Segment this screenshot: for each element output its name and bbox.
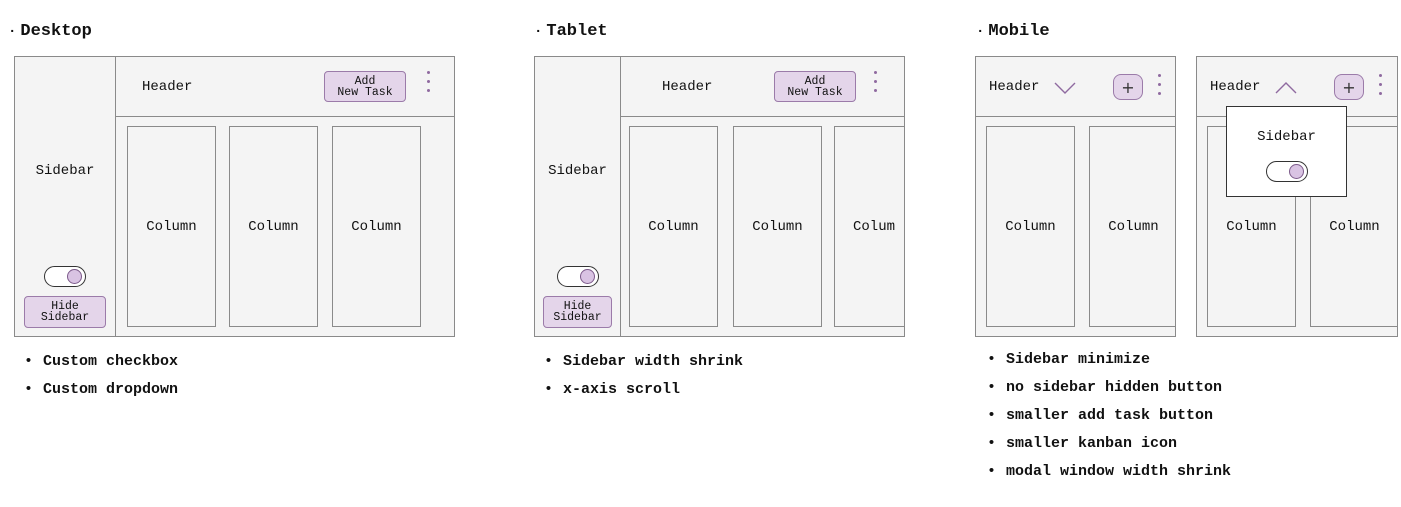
- tablet-column-3-partial: Colum: [834, 126, 904, 327]
- desktop-header-label: Header: [142, 79, 193, 95]
- tablet-column-2: Column: [733, 126, 822, 327]
- bullet-dot: ·: [8, 24, 17, 40]
- desktop-sidebar: [15, 57, 116, 336]
- tablet-notes: Sidebar width shrink x-axis scroll: [544, 353, 743, 409]
- note-item: Custom checkbox: [24, 353, 178, 381]
- tablet-column-1: Column: [629, 126, 718, 327]
- note-item: modal window width shrink: [987, 463, 1231, 491]
- desktop-title-text: Desktop: [20, 22, 92, 41]
- chevron-down-icon[interactable]: [1053, 81, 1077, 95]
- kebab-menu-icon[interactable]: [427, 71, 431, 98]
- note-item: no sidebar hidden button: [987, 379, 1231, 407]
- tablet-section-title: ·Tablet: [534, 22, 608, 41]
- desktop-column-2: Column: [229, 126, 318, 327]
- desktop-notes: Custom checkbox Custom dropdown: [24, 353, 178, 409]
- note-item: x-axis scroll: [544, 381, 743, 409]
- note-item: Sidebar width shrink: [544, 353, 743, 381]
- chevron-up-icon[interactable]: [1274, 81, 1298, 95]
- sidebar-modal: Sidebar: [1226, 106, 1347, 197]
- note-item: Sidebar minimize: [987, 351, 1231, 379]
- tablet-title-text: Tablet: [546, 22, 608, 41]
- sidebar-modal-label: Sidebar: [1257, 129, 1316, 145]
- tablet-add-task-button[interactable]: Add New Task: [774, 71, 856, 102]
- plus-icon: +: [1121, 77, 1135, 97]
- mobile-wireframe-closed: Header + Column Column: [975, 56, 1176, 337]
- kebab-menu-icon[interactable]: [1379, 74, 1383, 101]
- desktop-wireframe: Sidebar Hide Sidebar Header Add New Task…: [14, 56, 455, 337]
- note-item: smaller add task button: [987, 407, 1231, 435]
- desktop-theme-toggle[interactable]: [44, 266, 86, 287]
- tablet-sidebar: [535, 57, 621, 336]
- toggle-knob: [580, 269, 595, 284]
- note-item: Custom dropdown: [24, 381, 178, 409]
- desktop-sidebar-label: Sidebar: [35, 163, 95, 179]
- toggle-knob: [67, 269, 82, 284]
- mobile-notes: Sidebar minimize no sidebar hidden butto…: [987, 351, 1231, 491]
- mobile-add-task-button[interactable]: +: [1113, 74, 1143, 100]
- tablet-wireframe: Sidebar Hide Sidebar Header Add New Task…: [534, 56, 905, 337]
- mobile-add-task-button[interactable]: +: [1334, 74, 1364, 100]
- tablet-hide-sidebar-button[interactable]: Hide Sidebar: [543, 296, 612, 328]
- tablet-header-label: Header: [662, 79, 713, 95]
- plus-icon: +: [1342, 77, 1356, 97]
- desktop-add-task-button[interactable]: Add New Task: [324, 71, 406, 102]
- tablet-header: [620, 57, 904, 117]
- mobile-wireframe-open: Header + Column Column Sidebar: [1196, 56, 1398, 337]
- desktop-hide-sidebar-button[interactable]: Hide Sidebar: [24, 296, 106, 328]
- toggle-knob: [1289, 164, 1304, 179]
- note-item: smaller kanban icon: [987, 435, 1231, 463]
- tablet-theme-toggle[interactable]: [557, 266, 599, 287]
- mobile-section-title: ·Mobile: [976, 22, 1050, 41]
- mobile-column-1: Column: [986, 126, 1075, 327]
- mobile-header-label: Header: [989, 79, 1040, 95]
- desktop-section-title: ·Desktop: [8, 22, 92, 41]
- mobile-header-label: Header: [1210, 79, 1261, 95]
- tablet-sidebar-label: Sidebar: [548, 163, 607, 179]
- desktop-column-3: Column: [332, 126, 421, 327]
- kebab-menu-icon[interactable]: [874, 71, 878, 98]
- mobile-column-2: Column: [1089, 126, 1175, 327]
- mobile-theme-toggle[interactable]: [1266, 161, 1308, 182]
- mobile-title-text: Mobile: [988, 22, 1050, 41]
- bullet-dot: ·: [534, 24, 543, 40]
- bullet-dot: ·: [976, 24, 985, 40]
- kebab-menu-icon[interactable]: [1158, 74, 1162, 101]
- desktop-column-1: Column: [127, 126, 216, 327]
